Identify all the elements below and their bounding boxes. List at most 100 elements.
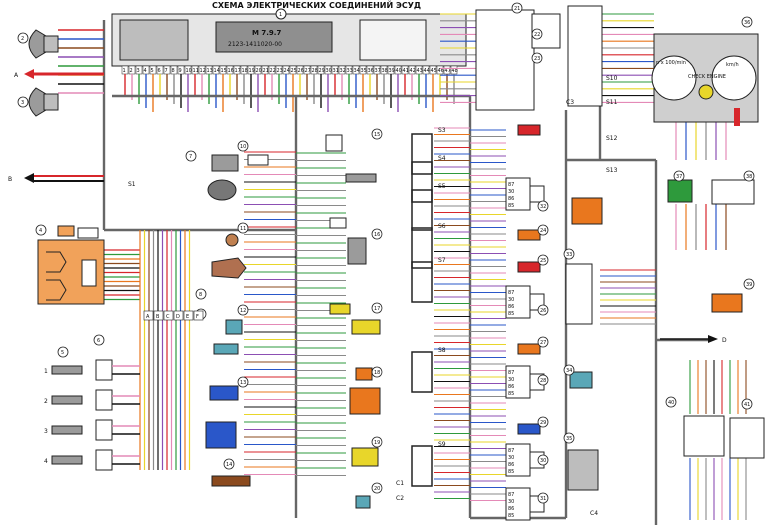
ecu-pin-number: 39 (389, 68, 395, 74)
callout-number: 20 (374, 486, 380, 492)
callout-number: 35 (566, 436, 572, 442)
ecu-pin-number: 32 (340, 68, 346, 74)
sensor-18 (349, 367, 381, 415)
fuse-plug (517, 124, 541, 136)
capacitor-label: C1 (396, 480, 404, 487)
relay-pin: 87 (508, 182, 514, 188)
callout-circle (537, 200, 549, 212)
relay-body (505, 443, 531, 477)
relay-pin: 30 (508, 297, 514, 303)
rail-b-label: B (8, 176, 12, 183)
injector-connector (95, 449, 113, 471)
fuse-bracket (411, 351, 433, 393)
ecu-pin-number: 25 (291, 68, 297, 74)
callout-circle (35, 224, 47, 236)
callout-circle (741, 398, 753, 410)
ecu-pin-number: 28 (312, 68, 318, 74)
callout-circle (195, 288, 207, 300)
callout-number: 16 (374, 232, 380, 238)
relay-pin: 85 (508, 469, 514, 475)
callout-circle (17, 96, 29, 108)
ecu-pin-number: 19 (249, 68, 255, 74)
callout-number: 26 (540, 308, 546, 314)
fuse-label: S12 (606, 135, 618, 142)
callout-circle (673, 170, 685, 182)
connector-cell (173, 310, 184, 321)
callout-circle (371, 366, 383, 378)
connector-34 (565, 263, 593, 325)
knock-sensor-2 (28, 29, 59, 59)
callout-number: 29 (540, 420, 546, 426)
fuse-plug (517, 261, 541, 273)
relay-pin: 86 (508, 462, 514, 468)
ecu-pin-number: 33 (347, 68, 353, 74)
ecu-pin-number: 44 (424, 68, 430, 74)
callout-number: 8 (199, 292, 202, 298)
module-39 (711, 179, 755, 205)
relay-pin: 86 (508, 304, 514, 310)
callout-circle (537, 492, 549, 504)
ecu-pin-number: 16 (228, 68, 234, 74)
ecu-pin-number: 29 (319, 68, 325, 74)
fuse-column (411, 133, 433, 487)
ecu-pin-number: 1 (123, 68, 126, 74)
ecu-pin-number: 9 (179, 68, 182, 74)
sensor-11 (211, 233, 247, 279)
label-layer: S1S3S4S5S6S7S8S9S10S11S12S13C1C2C3C42345… (17, 2, 755, 517)
relay-pin: 86 (508, 384, 514, 390)
harness-lines (58, 13, 747, 525)
callout-number: 39 (746, 282, 752, 288)
pump-36 (567, 449, 599, 491)
relay-body (505, 177, 531, 211)
ecu-part-label: 2123-1411020-00 (228, 41, 282, 48)
callout-number: 34 (566, 368, 572, 374)
callout-number: 28 (540, 378, 546, 384)
ecu-pin-number: 7 (165, 68, 168, 74)
fuse-plug (517, 229, 541, 241)
callout-number: 37 (676, 174, 682, 180)
sensor-16 (329, 217, 367, 265)
callout-circle (17, 32, 29, 44)
relay-pin: 87 (508, 370, 514, 376)
connector-letter: F (196, 314, 199, 320)
relay-pin: 86 (508, 196, 514, 202)
rail-d: D (660, 335, 727, 344)
ecu-pin-number: 36 (368, 68, 374, 74)
callout-circle (531, 52, 543, 64)
callout-number: 31 (540, 496, 546, 502)
ecu-pin-number: 14 (214, 68, 220, 74)
capacitor-label: C4 (590, 510, 598, 517)
ecu-pin-number: 41 (403, 68, 409, 74)
callout-number: 24 (540, 228, 546, 234)
callout-circle (371, 228, 383, 240)
connector-letter: E (186, 314, 189, 320)
ecu-pin-number: 37 (375, 68, 381, 74)
relay-pin: 87 (508, 290, 514, 296)
callout-number: 23 (534, 56, 540, 62)
callout-circle (237, 304, 249, 316)
callout-number: 5 (61, 350, 64, 356)
relay-pin: 85 (508, 513, 514, 519)
callout-circle (371, 302, 383, 314)
callout-circle (563, 432, 575, 444)
callout-circle (665, 396, 677, 408)
rail-b: B (8, 173, 104, 183)
fuse-label: S10 (606, 75, 618, 82)
ecu-pin-number: 4 (144, 68, 147, 74)
module-42 (729, 417, 765, 459)
ecu-pin-number: 11 (193, 68, 199, 74)
injector (51, 365, 83, 375)
callout-circle (57, 346, 69, 358)
callout-circle (537, 254, 549, 266)
relay-coil (530, 293, 545, 311)
injector-connector (95, 419, 113, 441)
callout-circle (537, 416, 549, 428)
capacitor-label: C3 (566, 99, 574, 106)
callout-number: 4 (39, 228, 42, 234)
callout-number: 13 (240, 380, 246, 386)
callout-number: 6 (97, 338, 100, 344)
injector (51, 455, 83, 465)
callout-circle (237, 140, 249, 152)
